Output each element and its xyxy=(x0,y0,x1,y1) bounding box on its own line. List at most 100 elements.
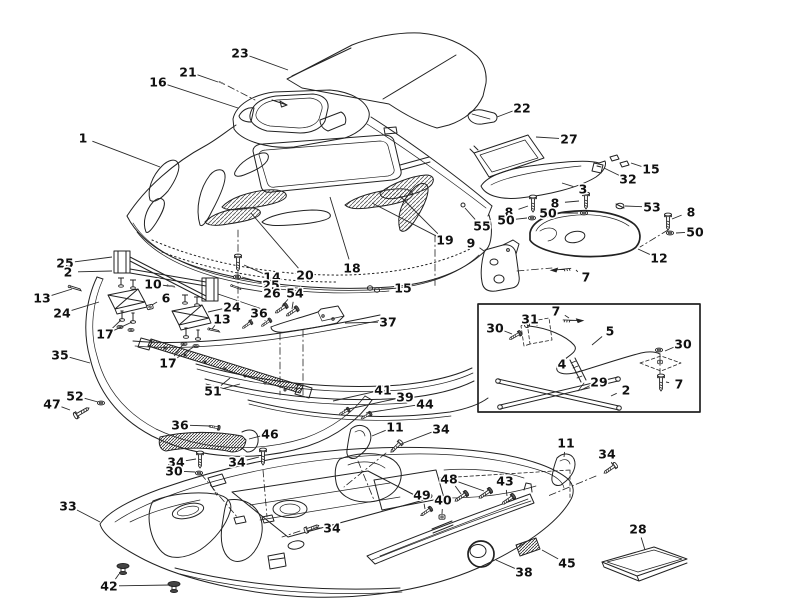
leader-line xyxy=(51,288,73,296)
callout-34: 34 xyxy=(167,455,185,470)
side-pad-group xyxy=(480,191,675,292)
cap-53 xyxy=(615,202,625,210)
screw-54 xyxy=(273,301,290,316)
callout-41: 41 xyxy=(374,383,391,398)
steering-support-group xyxy=(67,229,436,348)
handle-11 xyxy=(551,453,576,486)
callout-6: 6 xyxy=(162,291,171,306)
callout-10: 10 xyxy=(144,277,162,292)
callout-11: 11 xyxy=(557,436,574,451)
callout-50: 50 xyxy=(497,213,515,228)
console-part xyxy=(232,89,370,148)
rod-29 xyxy=(499,376,619,410)
tray-part xyxy=(467,109,630,199)
leader-line xyxy=(247,318,252,324)
leader-line xyxy=(665,381,670,384)
callout-24: 24 xyxy=(223,300,241,315)
leader-line xyxy=(222,383,241,390)
callout-30: 30 xyxy=(165,464,183,479)
clip-32 xyxy=(591,162,604,174)
leader-line xyxy=(77,270,113,273)
bumper-rail xyxy=(366,493,535,565)
screw-47 xyxy=(72,404,92,420)
callout-55: 55 xyxy=(473,219,490,234)
rail-44 xyxy=(247,397,489,417)
leader-line xyxy=(464,207,476,220)
leader-line xyxy=(241,276,262,284)
leader-line xyxy=(603,167,620,176)
callout-34: 34 xyxy=(432,422,450,437)
bolt-7 xyxy=(657,373,665,392)
leader-line xyxy=(332,391,374,402)
plate-31 xyxy=(520,317,553,347)
leader-line xyxy=(329,196,350,260)
screw-34 xyxy=(601,461,619,477)
leader-line xyxy=(173,342,185,357)
callout-23: 23 xyxy=(231,46,248,61)
leader-line xyxy=(112,319,122,329)
leader-line xyxy=(380,287,394,290)
callout-37: 37 xyxy=(379,315,396,330)
callout-18: 18 xyxy=(343,261,360,276)
washer-50 xyxy=(527,215,537,221)
leader-line xyxy=(399,195,439,235)
callout-9: 9 xyxy=(467,236,476,251)
leader-line xyxy=(504,330,513,335)
callout-44: 44 xyxy=(416,397,434,412)
callout-34: 34 xyxy=(598,447,616,462)
leader-line xyxy=(84,397,99,403)
washer-50 xyxy=(579,210,589,216)
callout-39: 39 xyxy=(396,390,413,405)
callout-7: 7 xyxy=(675,377,684,392)
screw-30 xyxy=(507,329,523,342)
rail-41 xyxy=(195,363,473,387)
callout-46: 46 xyxy=(261,427,279,442)
callout-30: 30 xyxy=(486,321,504,336)
leader-line xyxy=(74,256,113,263)
callout-29: 29 xyxy=(590,375,607,390)
leader-line xyxy=(505,489,508,497)
washer-50 xyxy=(665,230,675,236)
screw-8 xyxy=(529,194,537,213)
screw-49 xyxy=(418,505,434,519)
leader-line xyxy=(176,345,196,359)
plate-37 xyxy=(270,305,345,333)
leader-line xyxy=(250,212,299,269)
strip-22 xyxy=(467,109,498,125)
leader-line xyxy=(113,321,133,331)
screw-14 xyxy=(234,253,242,272)
leader-line xyxy=(220,377,231,386)
leader-line xyxy=(624,205,643,208)
callout-1: 1 xyxy=(79,131,88,146)
rod-2 xyxy=(497,378,620,411)
screw-48 xyxy=(476,486,494,502)
leader-line xyxy=(640,537,646,551)
washer-30 xyxy=(654,347,664,353)
leader-line xyxy=(76,509,101,523)
callout-35: 35 xyxy=(51,348,68,363)
leader-line xyxy=(496,110,513,118)
callout-47: 47 xyxy=(43,397,60,412)
nut-15 xyxy=(609,154,630,168)
leader-line xyxy=(671,214,682,220)
leader-line xyxy=(61,406,71,411)
bracket-9 xyxy=(480,244,520,292)
leader-line xyxy=(575,269,579,273)
callout-50: 50 xyxy=(686,225,704,240)
leader-line xyxy=(69,356,91,364)
callout-32: 32 xyxy=(619,172,636,187)
bow-bin xyxy=(148,492,232,558)
leader-line xyxy=(571,365,575,367)
clip-15 xyxy=(366,285,374,291)
screw-36 xyxy=(207,423,221,431)
callout-54: 54 xyxy=(286,286,304,301)
inset-detail-box xyxy=(477,303,701,413)
leader-line xyxy=(248,435,261,440)
callout-53: 53 xyxy=(643,200,660,215)
callout-5: 5 xyxy=(606,324,615,339)
washer-52 xyxy=(96,400,106,406)
leader-line xyxy=(611,461,613,465)
pin-13 xyxy=(207,327,221,333)
